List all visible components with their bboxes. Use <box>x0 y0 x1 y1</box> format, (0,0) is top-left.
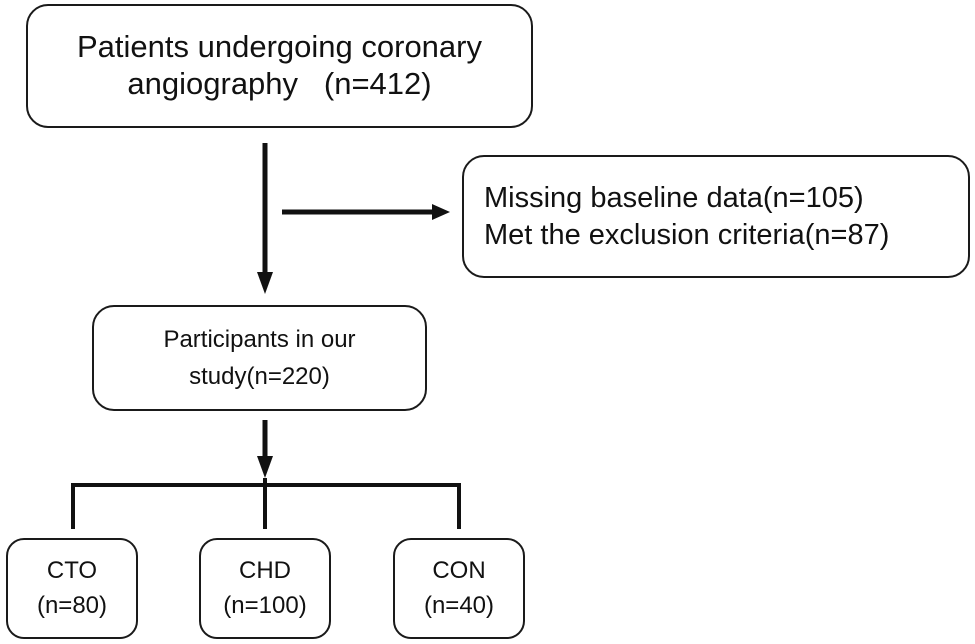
patients-box: Patients undergoing coronary angiography… <box>26 4 533 128</box>
participants-line-1: Participants in our <box>163 325 356 353</box>
excluded-box: Missing baseline data(n=105) Met the exc… <box>462 155 970 278</box>
group-count: (n=100) <box>223 591 307 619</box>
patients-line-2: angiography (n=412) <box>127 66 432 101</box>
group-label: CHD <box>239 556 291 584</box>
arrowhead-participants <box>257 272 273 294</box>
group-count: (n=40) <box>423 591 495 619</box>
patients-line-1: Patients undergoing coronary <box>77 29 482 65</box>
arrowhead-groups <box>257 456 273 478</box>
participants-line-2: study(n=220) <box>189 363 330 390</box>
group-count: (n=80) <box>36 591 108 619</box>
excluded-line-1: Missing baseline data(n=105) <box>484 182 864 215</box>
arrowhead-excluded <box>432 204 450 220</box>
group-label: CTO <box>46 556 98 584</box>
group-label: CON <box>432 556 486 584</box>
excluded-line-2: Met the exclusion criteria(n=87) <box>484 218 890 251</box>
participants-box: Participants in our study(n=220) <box>92 305 427 411</box>
group-box-chd: CHD (n=100) <box>199 538 331 639</box>
group-box-cto: CTO (n=80) <box>6 538 138 639</box>
group-box-con: CON (n=40) <box>393 538 525 639</box>
